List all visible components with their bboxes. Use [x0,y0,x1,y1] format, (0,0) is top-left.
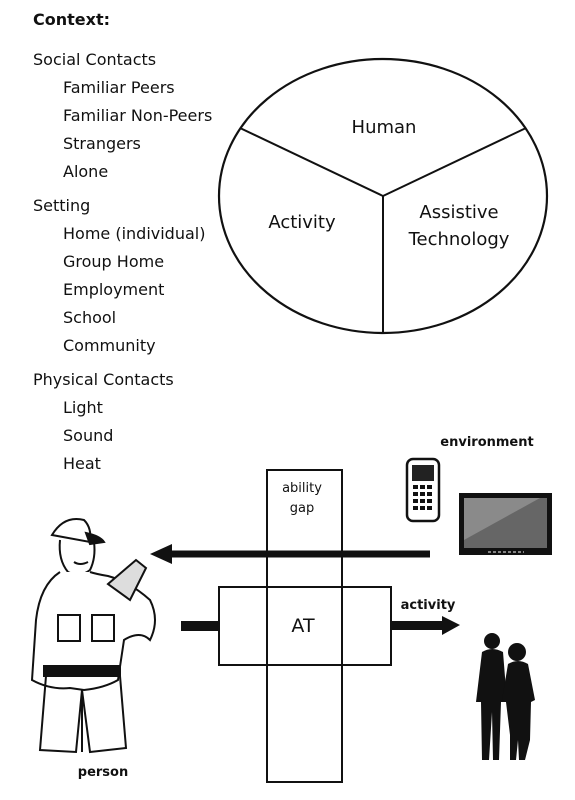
environment-label: environment [440,435,533,450]
list-item: Strangers [63,134,141,153]
context-list: Context: Social Contacts Familiar Peers … [33,10,212,484]
list-item: Familiar Peers [63,78,175,97]
environment-arrow-head [150,544,172,564]
list-item: School [63,308,117,327]
activity-label: activity [401,598,456,613]
circle-label-assistive: Assistive [419,202,498,223]
at-box [218,586,392,666]
context-group-physical: Physical Contacts Light Sound Heat [33,366,212,478]
person-label: person [78,765,128,780]
phone-icon [405,457,441,523]
circle-label-technology: Technology [408,229,510,250]
circle-label-human: Human [352,117,417,138]
divider-right [382,127,527,197]
context-group-social: Social Contacts Familiar Peers Familiar … [33,46,212,186]
list-item: Familiar Non-Peers [63,106,213,125]
activity-arrow-head [442,616,460,635]
list-item: Home (individual) [63,224,206,243]
at-label: AT [291,615,315,637]
person-to-at-arrow [181,621,219,631]
ability-gap-label-2: gap [290,501,314,516]
list-item: Group Home [63,252,165,271]
ability-gap-label: ability [282,481,322,496]
group-heading: Social Contacts [33,50,157,69]
activity-arrow-shaft [391,621,443,630]
list-item: Alone [63,162,109,181]
group-heading: Physical Contacts [33,370,174,389]
divider-left [239,127,384,197]
television-icon [459,493,552,555]
person-illustration [30,518,156,754]
couple-silhouette-icon [476,633,535,760]
context-group-setting: Setting Home (individual) Group Home Emp… [33,192,212,360]
circle-label-activity: Activity [268,212,336,233]
list-item: Heat [63,454,101,473]
context-title: Context: [33,10,110,29]
group-heading: Setting [33,196,91,215]
list-item: Sound [63,426,114,445]
list-item: Employment [63,280,165,299]
list-item: Light [63,398,103,417]
list-item: Community [63,336,156,355]
